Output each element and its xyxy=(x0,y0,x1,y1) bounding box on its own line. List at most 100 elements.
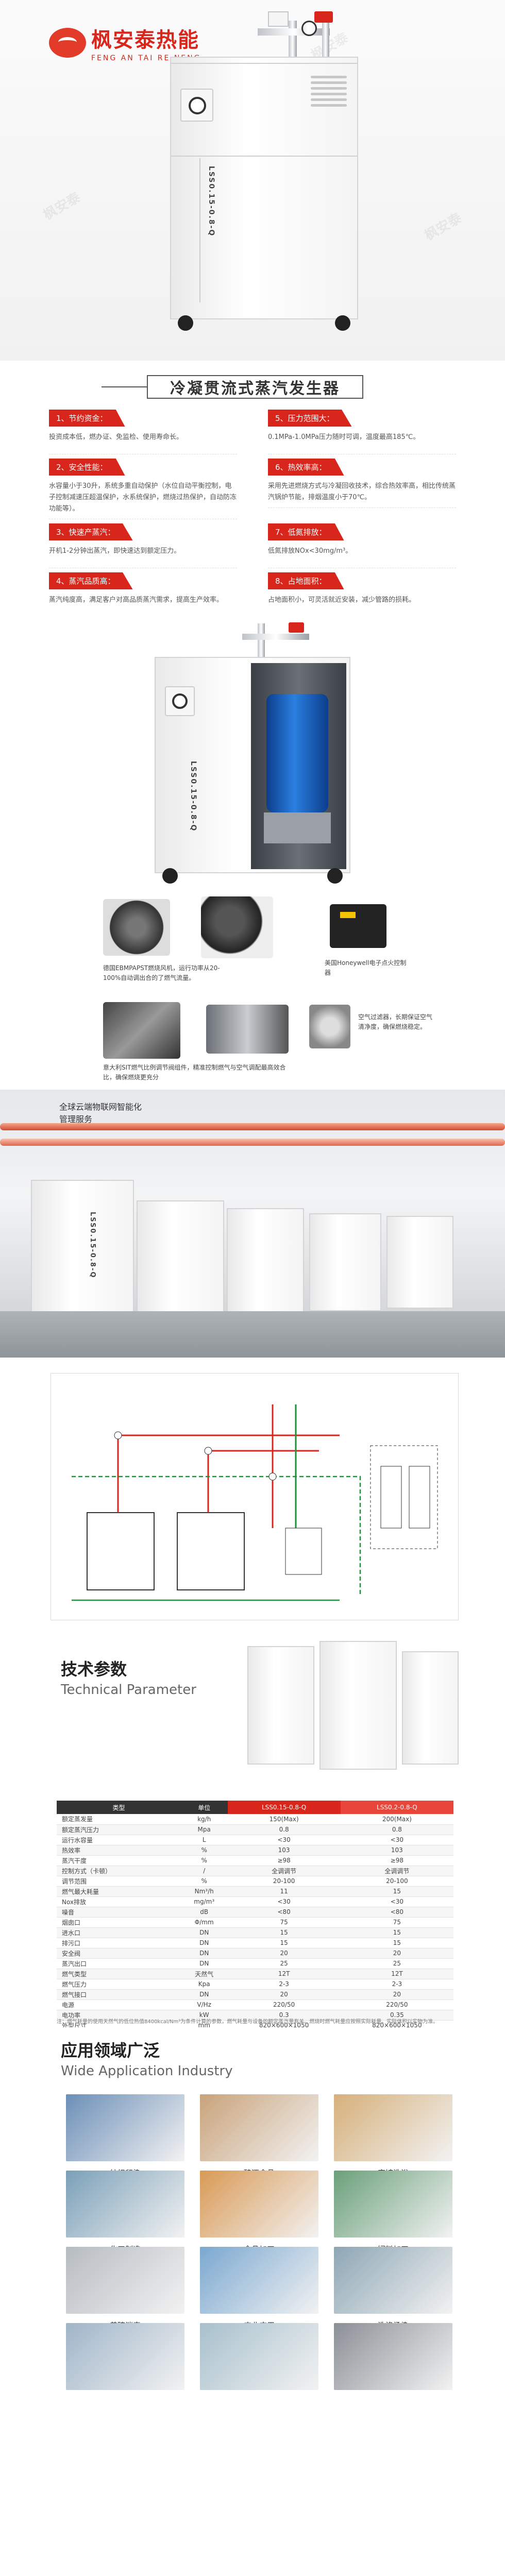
spec-cell: 103 xyxy=(340,1845,453,1856)
product-unit-photo xyxy=(247,1646,314,1765)
system-flow-diagram xyxy=(50,1373,459,1620)
spec-cell: 燃气压力 xyxy=(57,1979,181,1990)
spec-cell: 12T xyxy=(227,1969,341,1979)
app-tile[interactable]: 蒸汽消毒 xyxy=(200,2323,318,2396)
pressure-switch-box xyxy=(268,11,289,27)
spec-cell: 噪音 xyxy=(57,1907,181,1918)
spec-cell: V/Hz xyxy=(180,1999,228,2010)
water-treatment-box xyxy=(370,1445,438,1549)
spec-cell: 额定蒸发量 xyxy=(57,1814,181,1825)
params-title: 技术参数 Technical Parameter xyxy=(61,1656,196,1698)
features-grid: 1、节约资金： 投资成本低，燃办证、免监检、使用寿命长。 5、压力范围大： 0.… xyxy=(49,410,456,613)
spec-header: 单位 xyxy=(180,1801,228,1814)
spec-cell: 燃气接口 xyxy=(57,1989,181,2000)
app-tile[interactable]: 生物制药 xyxy=(66,2323,184,2396)
display-dial-icon xyxy=(172,693,188,709)
spec-note: 注：燃气耗量的使用天然气的低位热值8400kcal/Nm³为条件计算的参数，燃气… xyxy=(57,2019,439,2025)
app-photo xyxy=(200,2171,318,2238)
caster-wheel xyxy=(178,315,193,331)
caster-wheel xyxy=(327,868,343,884)
flow-diagram-section xyxy=(0,1358,505,1636)
app-tile[interactable]: 酿酒食品 xyxy=(200,2094,318,2178)
spec-cell: 2-3 xyxy=(227,1979,341,1990)
app-tile[interactable]: 农业应用 xyxy=(200,2247,318,2331)
feature-heading: 2、安全性能： xyxy=(49,459,125,476)
spec-cell: 20 xyxy=(227,1989,341,2000)
feature-heading: 5、压力范围大： xyxy=(268,410,352,427)
spec-cell: 20 xyxy=(340,1948,453,1959)
feature-heading: 3、快速产蒸汽： xyxy=(49,523,133,540)
steam-manifold xyxy=(258,28,330,36)
feature-heading: 4、蒸汽品质高： xyxy=(49,572,133,589)
spec-cell: 220/50 xyxy=(227,1999,341,2010)
app-photo xyxy=(200,2094,318,2161)
gas-valve-train-photo xyxy=(206,1005,289,1054)
params-title-en: Technical Parameter xyxy=(61,1682,196,1698)
app-photo xyxy=(334,2171,452,2238)
generator-unit-1 xyxy=(87,1512,155,1590)
spec-cell: Nm³/h xyxy=(180,1886,228,1897)
pressure-gauge-icon xyxy=(301,21,317,36)
app-tile[interactable]: 宾馆洗浴 xyxy=(334,2094,452,2178)
spec-cell: 2-3 xyxy=(340,1979,453,1990)
model-label: LSS0.15-0.8-Q xyxy=(189,761,197,832)
spec-cell: 820×600×1050 xyxy=(340,2020,453,2027)
spec-cell: dB xyxy=(180,1907,228,1918)
spec-cell: <80 xyxy=(227,1907,341,1918)
feature-item: 7、低氮排放： 低氮排放NOx<30mg/m³。 xyxy=(268,523,456,568)
app-tile[interactable]: 工业设备 xyxy=(334,2323,452,2396)
spec-cell: DN xyxy=(180,1927,228,1938)
spec-cell: 0.3 xyxy=(227,2010,341,2021)
app-tile[interactable]: 洗涤烫染 xyxy=(334,2247,452,2331)
vent-pipe xyxy=(322,15,329,62)
apps-title-cn: 应用领域广泛 xyxy=(61,2041,160,2060)
spec-cell: 20 xyxy=(340,1989,453,2000)
air-filter-photo xyxy=(309,1005,350,1048)
product-title: 冷凝贯流式蒸汽发生器 xyxy=(102,375,363,399)
brand-logo[interactable]: 枫安泰热能 FENG AN TAI RE NENG xyxy=(49,23,201,62)
app-tile[interactable]: 化工制造 xyxy=(66,2171,184,2255)
floor xyxy=(0,1311,505,1358)
spec-cell: 排污口 xyxy=(57,1938,181,1948)
caster-wheel xyxy=(162,868,178,884)
component-caption: 美国Honeywell电子点火控制器 xyxy=(325,959,407,976)
app-photo xyxy=(334,2323,452,2390)
product-unit-photo xyxy=(319,1641,397,1770)
app-photo xyxy=(66,2247,184,2314)
component-caption: 德国EBMPAPST燃烧风机，运行功率从20-100%自动调出合的了燃气流量。 xyxy=(103,964,220,981)
spec-cell: 20 xyxy=(227,1948,341,1959)
spec-cell: 12T xyxy=(340,1969,453,1979)
installed-unit xyxy=(309,1213,381,1311)
spec-cell: % xyxy=(180,1855,228,1866)
cutaway-cabinet: LSS0.15-0.8-Q xyxy=(155,657,350,873)
spec-cell: mm xyxy=(180,2020,228,2027)
control-panel xyxy=(180,89,213,122)
steam-manifold xyxy=(242,634,309,640)
spec-cell: 0.8 xyxy=(340,1824,453,1835)
installed-unit xyxy=(227,1208,304,1314)
spec-cell: 220/50 xyxy=(340,1999,453,2010)
spec-cell: kg/h xyxy=(180,1814,228,1825)
app-photo xyxy=(334,2094,452,2161)
app-tile[interactable]: 养殖消毒 xyxy=(66,2247,184,2331)
app-photo xyxy=(200,2247,318,2314)
spec-cell: 0.8 xyxy=(227,1824,341,1835)
watermark: 枫安泰 xyxy=(422,210,465,244)
spec-cell: % xyxy=(180,1876,228,1887)
app-photo xyxy=(66,2094,184,2161)
spec-cell: mg/m³ xyxy=(180,1896,228,1907)
control-panel xyxy=(165,686,195,716)
spec-cell: 15 xyxy=(340,1927,453,1938)
steam-line xyxy=(117,1434,340,1513)
app-tile[interactable]: 纺织印染 xyxy=(66,2094,184,2178)
apps-title: 应用领域广泛 Wide Application Industry xyxy=(61,2038,233,2079)
spec-header: 类型 xyxy=(57,1801,181,1814)
app-tile[interactable]: 食品加工 xyxy=(200,2171,318,2255)
spec-cell: 20-100 xyxy=(340,1876,453,1887)
app-tile[interactable]: 饲料加工 xyxy=(334,2171,452,2255)
